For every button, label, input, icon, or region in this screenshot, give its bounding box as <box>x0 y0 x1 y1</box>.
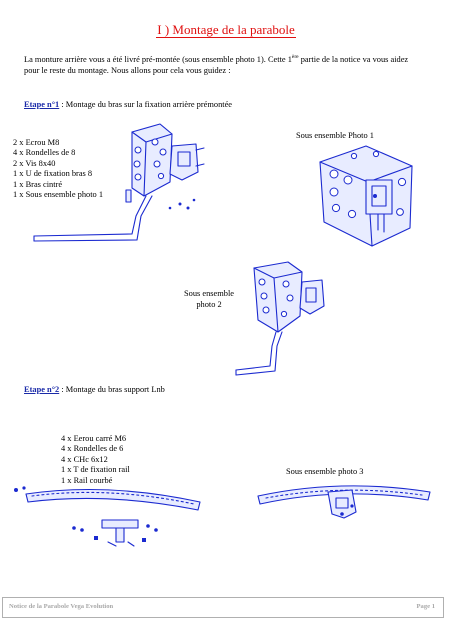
arm-assembly-drawing <box>33 123 205 242</box>
caption-photo-1: Sous ensemble Photo 1 <box>296 131 374 140</box>
step1-parts-list: 2 x Ecrou M8 4 x Rondelles de 8 2 x Vis … <box>13 138 103 200</box>
step1-heading: Etape n°1 : Montage du bras sur la fixat… <box>24 100 232 109</box>
parts-list-item: 4 x Rondelles de 6 <box>61 444 124 454</box>
parts-list-item: 1 x U de fixation bras 8 <box>13 169 93 179</box>
parts-list-item: 4 x CHc 6x12 <box>61 454 108 464</box>
step2-text: : Montage du bras support Lnb <box>59 385 165 394</box>
intro-part1: La monture arrière vous a été livré pré-… <box>24 55 292 64</box>
step1-text: : Montage du bras sur la fixation arrièr… <box>59 100 233 109</box>
intro-paragraph: La monture arrière vous a été livré pré-… <box>24 54 424 76</box>
footer-page-number: Page 1 <box>416 603 436 610</box>
parts-list-item: 1 x Rail courbé <box>61 475 113 485</box>
caption-photo-2: Sous ensemble photo 2 <box>184 288 234 310</box>
page-title-text: I ) Montage de la parabole <box>156 22 296 38</box>
parts-list-item: 2 x Vis 8x40 <box>13 158 56 168</box>
caption-photo-3: Sous ensemble photo 3 <box>286 467 364 476</box>
sub-assembly-photo-3 <box>257 485 431 519</box>
page-title: I ) Montage de la parabole <box>0 22 452 38</box>
sub-assembly-photo-2 <box>235 261 325 376</box>
step2-heading: Etape n°2 : Montage du bras support Lnb <box>24 385 165 394</box>
parts-list-item: 1 x Sous ensemble photo 1 <box>13 190 104 200</box>
step2-parts-list: 4 x Eerou carré M6 4 x Rondelles de 6 4 … <box>61 434 130 486</box>
parts-list-item: 2 x Ecrou M8 <box>13 138 60 147</box>
caption-photo-2-line1: Sous ensemble <box>184 289 235 298</box>
parts-list-item: 1 x Bras cintré <box>13 179 63 189</box>
parts-list-item: 4 x Rondelles de 8 <box>13 148 76 158</box>
parts-list-item: 1 x T de fixation rail <box>61 465 130 475</box>
footer-document-title: Notice de la Parabole Vega Evolution <box>9 603 114 610</box>
sub-assembly-photo-1 <box>319 145 413 247</box>
step1-label: Etape n°1 <box>24 100 60 109</box>
caption-photo-2-line2: photo 2 <box>196 300 222 309</box>
parts-list-item: 4 x Eerou carré M6 <box>61 434 127 443</box>
step2-label: Etape n°2 <box>24 385 60 394</box>
page-footer: Notice de la Parabole Vega Evolution Pag… <box>2 597 444 618</box>
intro-sup: ère <box>291 54 299 61</box>
intro-part2: partie de la notice va vous aidez pour l… <box>24 55 409 75</box>
curved-rail-drawing <box>14 486 201 547</box>
